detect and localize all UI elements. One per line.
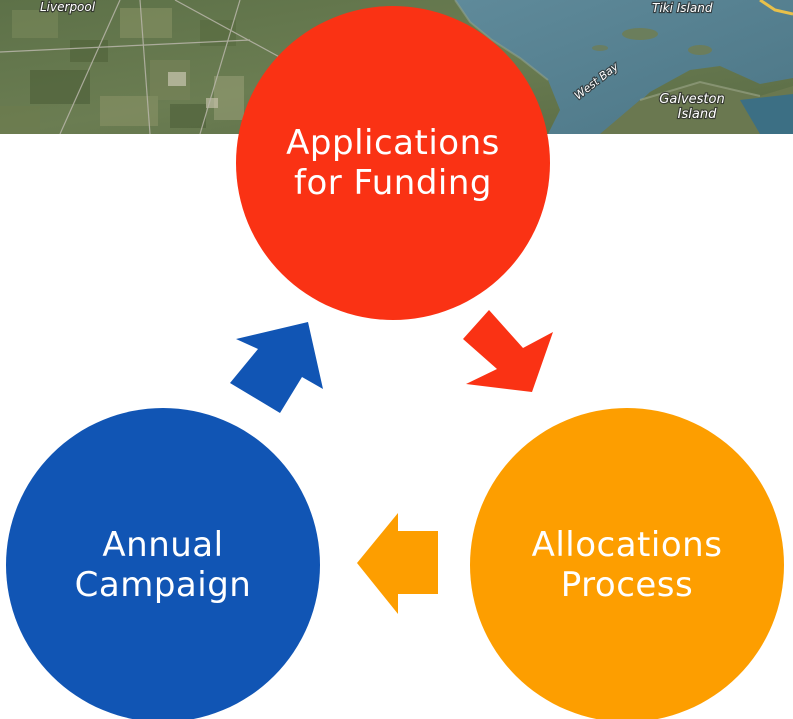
node-applications-line2: for Funding bbox=[293, 163, 492, 203]
map-label-galveston: Galveston bbox=[659, 92, 724, 107]
node-campaign-line1: Annual bbox=[102, 525, 224, 565]
arrow-campaign-to-applications bbox=[230, 322, 323, 413]
node-campaign-line2: Campaign bbox=[74, 565, 252, 605]
node-allocations-line2: Process bbox=[560, 565, 694, 605]
node-annual-campaign: Annual Campaign bbox=[6, 408, 320, 719]
node-allocations-line1: Allocations bbox=[531, 525, 723, 565]
map-label-tiki-island: Tiki Island bbox=[652, 1, 713, 15]
node-applications-line1: Applications bbox=[286, 123, 500, 163]
arrow-allocations-to-campaign bbox=[357, 513, 438, 614]
map-label-island: Island bbox=[678, 107, 717, 122]
arrow-applications-to-allocations bbox=[463, 310, 553, 392]
map-label-liverpool: Liverpool bbox=[40, 0, 96, 14]
node-allocations-process: Allocations Process bbox=[470, 408, 784, 719]
node-applications-for-funding: Applications for Funding bbox=[236, 6, 550, 320]
